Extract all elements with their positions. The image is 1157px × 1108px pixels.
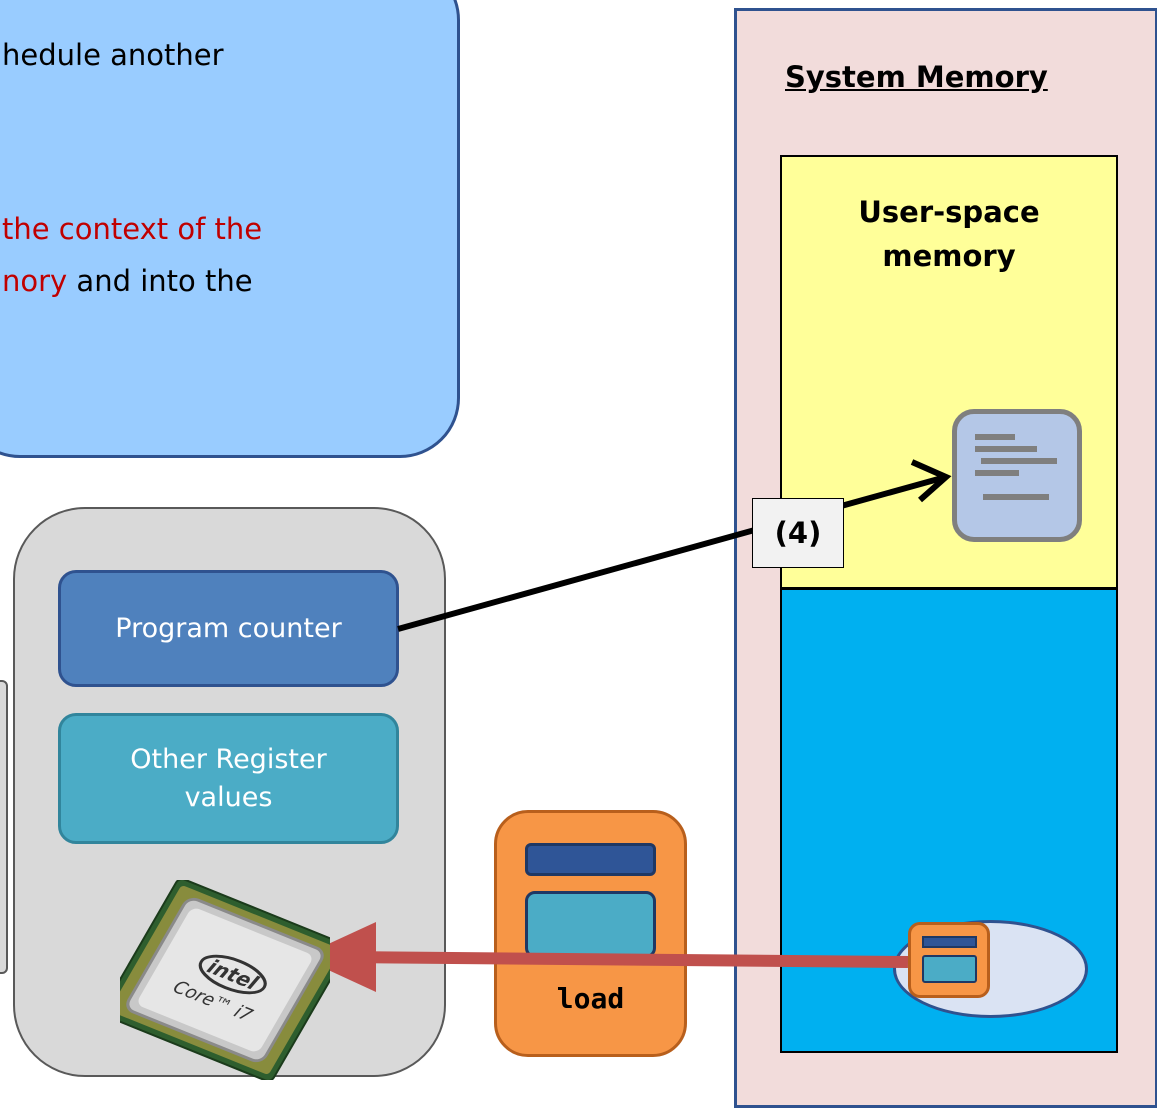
callout-line-2: the context of the <box>2 212 263 246</box>
system-memory-title: System Memory <box>785 60 1048 94</box>
callout-line-3: nory and into the <box>2 264 253 298</box>
document-line <box>975 446 1037 452</box>
other-registers-label: Other Register values <box>130 743 327 813</box>
load-label: load <box>556 982 625 1015</box>
step-label: (4) <box>752 498 844 568</box>
user-space-memory-label: User-space memory <box>780 190 1118 278</box>
document-line <box>983 494 1049 500</box>
cpu-chip-icon: intel Core™ i7 <box>101 878 349 1082</box>
callout-line-1: hedule another <box>2 38 224 72</box>
arrow-icon <box>910 459 952 503</box>
load-arrow-head <box>300 922 376 992</box>
load-arrow-line <box>339 951 909 968</box>
document-icon <box>952 409 1082 542</box>
memory-instruction-operand <box>922 955 977 983</box>
user-space-label-line-2: memory <box>882 239 1016 273</box>
document-line <box>975 470 1019 476</box>
document-line <box>981 458 1057 464</box>
cpu-chip-graphic: intel Core™ i7 <box>101 878 349 1082</box>
program-counter-register: Program counter <box>58 570 399 687</box>
partial-panel-edge <box>0 680 8 974</box>
user-space-label-line-1: User-space <box>858 195 1040 229</box>
document-line <box>975 434 1015 440</box>
load-opcode-bar <box>525 843 656 876</box>
pc-to-document-arrow <box>397 475 943 632</box>
other-registers: Other Register values <box>58 713 399 844</box>
memory-instruction-opcode <box>922 936 977 948</box>
callout-box <box>0 0 460 458</box>
